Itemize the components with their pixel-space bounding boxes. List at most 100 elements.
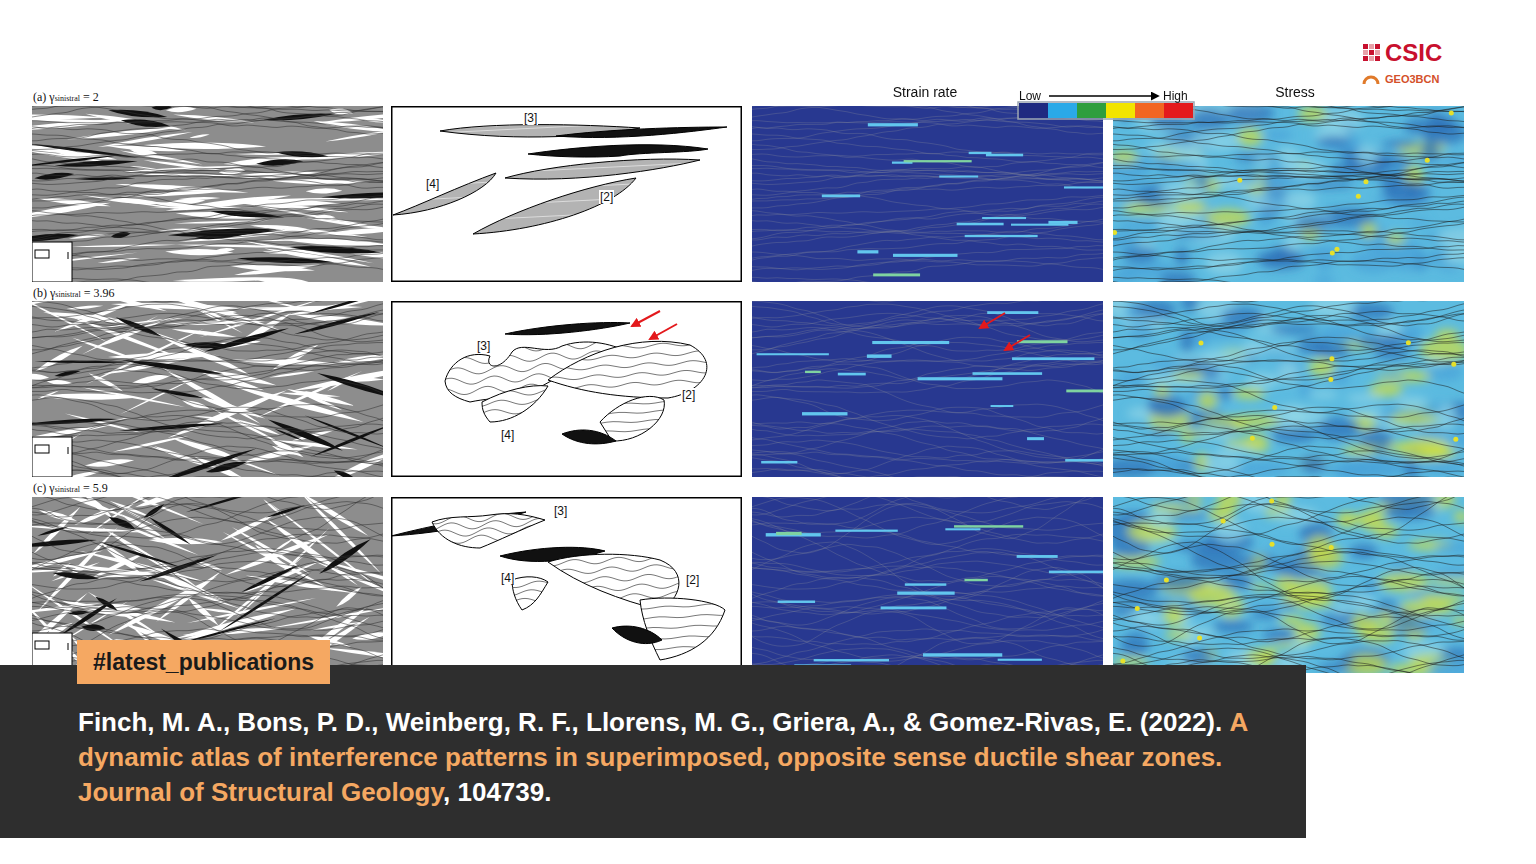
grain-lines bbox=[32, 497, 383, 673]
grain-boundary bbox=[1113, 415, 1464, 458]
grain-boundary bbox=[32, 561, 383, 576]
stress-patch bbox=[1446, 429, 1464, 448]
stress-patch bbox=[1254, 156, 1272, 165]
grain-boundary bbox=[1113, 357, 1464, 393]
callout-number: [3] bbox=[523, 111, 538, 125]
stress-patch bbox=[1314, 342, 1351, 359]
grain-boundary bbox=[32, 304, 383, 340]
grain-boundary bbox=[1113, 608, 1464, 647]
grain-boundary bbox=[32, 356, 383, 380]
grain-boundary bbox=[752, 561, 1103, 576]
grain-boundary bbox=[32, 497, 383, 544]
foliation-line bbox=[543, 582, 681, 593]
grain-boundary bbox=[752, 497, 1103, 513]
grain-boundary bbox=[32, 308, 383, 356]
foliation-line bbox=[468, 212, 636, 220]
grain-boundary bbox=[32, 301, 383, 350]
grain-boundary bbox=[32, 497, 383, 513]
row-label: = 2 bbox=[83, 90, 99, 104]
foliation-line bbox=[543, 341, 711, 352]
grain-boundary bbox=[1113, 141, 1464, 183]
sketch-outline bbox=[528, 145, 708, 157]
mineral-lens bbox=[32, 374, 49, 380]
stress-patch bbox=[1454, 510, 1464, 523]
stress-patch bbox=[1147, 395, 1187, 418]
stress-peak bbox=[1198, 340, 1203, 345]
grain-boundary bbox=[32, 588, 383, 641]
panel bbox=[32, 106, 383, 282]
grain-boundary bbox=[752, 251, 1103, 282]
grain-boundary bbox=[752, 162, 1103, 196]
mineral-lens bbox=[325, 129, 383, 141]
grain-boundary bbox=[32, 497, 383, 523]
grain-boundary bbox=[32, 207, 383, 242]
stress-peak bbox=[1329, 545, 1334, 550]
grain-boundary bbox=[1113, 364, 1464, 397]
stress-patch bbox=[1173, 201, 1207, 214]
high-strain-streak bbox=[964, 579, 987, 581]
grain-boundary bbox=[752, 337, 1103, 362]
grain-boundary bbox=[752, 162, 1103, 209]
mineral-lens bbox=[68, 611, 89, 615]
row-label: (b) γ bbox=[33, 286, 55, 300]
sketch-domain bbox=[640, 598, 725, 660]
grain-boundary bbox=[32, 182, 383, 200]
foliation-line bbox=[500, 162, 704, 172]
high-strain-streak bbox=[982, 217, 1026, 219]
grain-boundary bbox=[1113, 106, 1464, 129]
panel bbox=[391, 106, 742, 282]
panel bbox=[32, 301, 383, 477]
mineral-lens bbox=[250, 225, 307, 229]
grain-boundary bbox=[32, 197, 383, 240]
grain-boundary bbox=[1113, 534, 1464, 589]
scale-arrow bbox=[1049, 95, 1158, 97]
grain-boundary bbox=[752, 597, 1103, 628]
grain-boundary bbox=[1113, 516, 1464, 543]
panel bbox=[1113, 301, 1464, 477]
grain-boundary bbox=[32, 415, 383, 458]
grain-boundary bbox=[1113, 455, 1464, 477]
grain-boundary bbox=[1113, 497, 1464, 538]
logo-mark bbox=[1364, 77, 1378, 84]
grain-boundary bbox=[752, 141, 1103, 183]
grain-boundary bbox=[1113, 497, 1464, 544]
red-arrow bbox=[1005, 335, 1030, 350]
inset-box bbox=[32, 437, 72, 477]
grain-boundary bbox=[752, 588, 1103, 641]
grain-boundary bbox=[1113, 197, 1464, 240]
grain-boundary bbox=[1113, 203, 1464, 249]
grain-boundary bbox=[752, 567, 1103, 593]
high-strain-streak bbox=[939, 175, 978, 177]
grain-boundary bbox=[1113, 518, 1464, 582]
grain-boundary bbox=[752, 523, 1103, 558]
grain-boundary bbox=[752, 301, 1103, 302]
grain-boundary bbox=[1113, 360, 1464, 391]
high-strain-streak bbox=[757, 353, 829, 355]
grain-boundary bbox=[1113, 607, 1464, 631]
grain-boundary bbox=[752, 182, 1103, 200]
sketch-outline bbox=[505, 159, 700, 179]
mineral-lens bbox=[223, 157, 307, 165]
grain-boundary bbox=[1113, 397, 1464, 439]
grain-boundary bbox=[1113, 619, 1464, 664]
grain-boundary bbox=[1113, 627, 1464, 670]
grain-boundary bbox=[32, 397, 383, 439]
foliation-line bbox=[391, 182, 496, 187]
microstructure-ground bbox=[32, 106, 383, 282]
grain-boundary bbox=[1113, 588, 1464, 641]
logo-mark bbox=[1369, 44, 1374, 49]
high-strain-streak bbox=[945, 528, 980, 530]
stress-peak bbox=[1406, 340, 1411, 345]
strain-ground bbox=[752, 106, 1103, 282]
high-strain-streak bbox=[873, 273, 920, 276]
row-label: = 3.96 bbox=[84, 286, 115, 300]
stress-patch bbox=[1198, 391, 1218, 410]
grain-boundary bbox=[752, 364, 1103, 397]
grain-boundary bbox=[752, 609, 1103, 644]
high-strain-streak bbox=[893, 254, 958, 257]
stress-patch bbox=[1316, 136, 1351, 147]
grain-boundary bbox=[752, 415, 1103, 456]
foliation-line bbox=[595, 401, 667, 406]
grain-boundary bbox=[752, 276, 1103, 282]
grain-boundary bbox=[32, 596, 383, 617]
